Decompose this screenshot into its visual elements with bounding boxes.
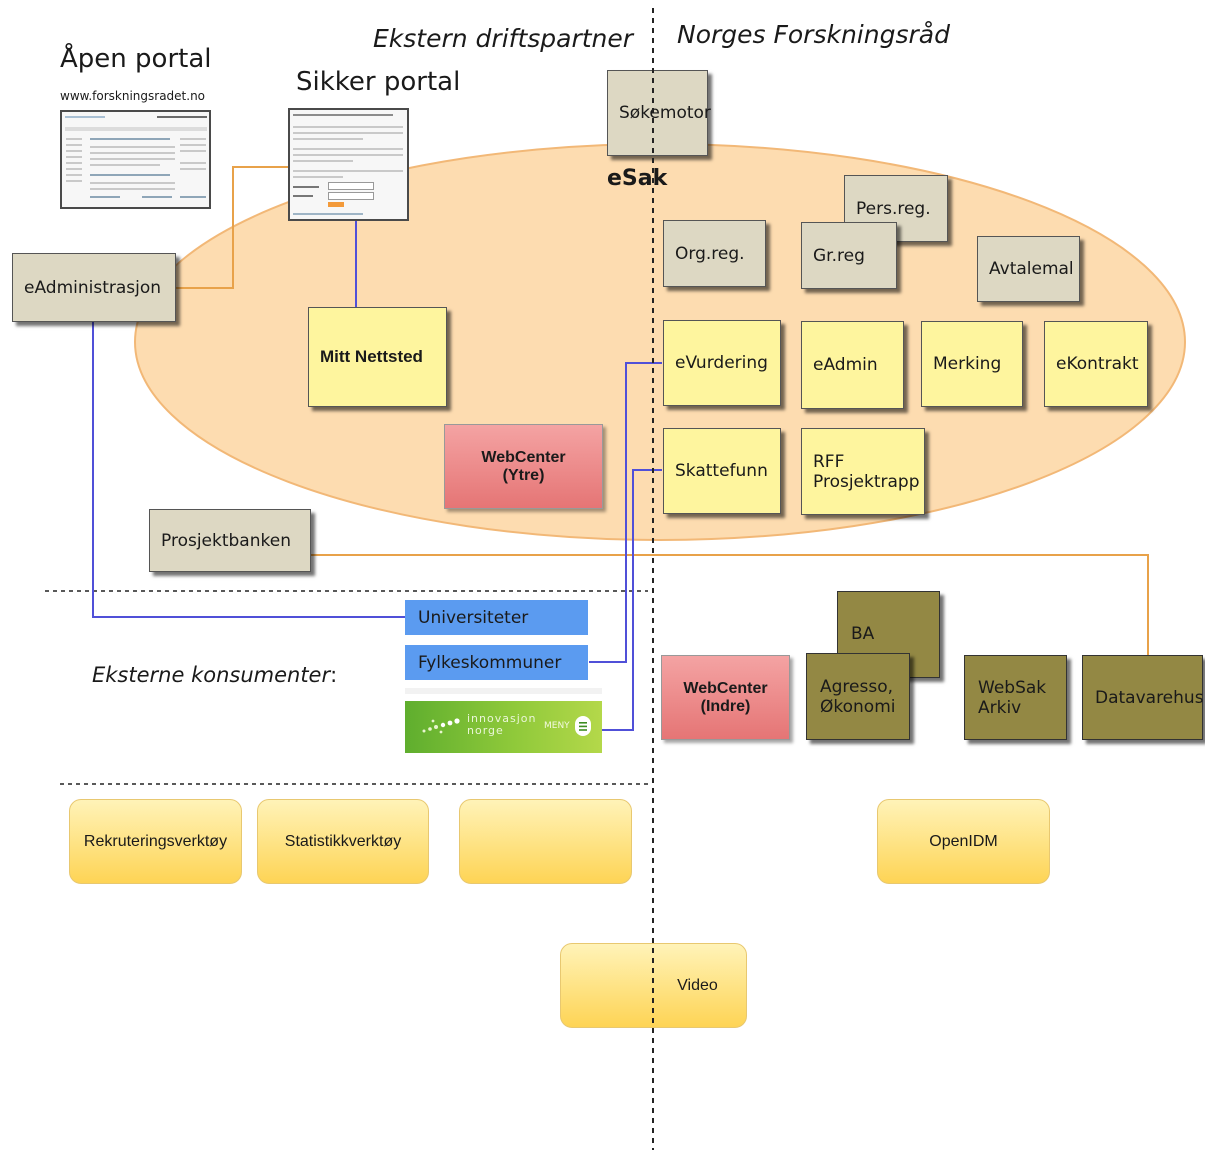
connector-skattefunn-innovasjon bbox=[602, 469, 662, 731]
secure-portal-title: Sikker portal bbox=[296, 67, 461, 97]
video-tool-box[interactable]: Video bbox=[560, 943, 747, 1028]
innovasjon-banner-top-strip bbox=[405, 688, 602, 694]
ekontrakt-box[interactable]: eKontrakt bbox=[1044, 321, 1148, 407]
secure-portal-screenshot bbox=[288, 108, 409, 221]
open-portal-url[interactable]: www.forskningsradet.no bbox=[60, 89, 206, 103]
webcenter-ytre-line1: WebCenter bbox=[481, 448, 566, 466]
connector-evurdering-fylkeskommuner bbox=[589, 362, 662, 663]
agresso-okonomi-box[interactable]: Agresso, Økonomi bbox=[806, 653, 910, 740]
external-consumers-heading: Eksterne konsumenter: bbox=[92, 663, 338, 687]
agresso-line2: Økonomi bbox=[820, 696, 896, 717]
skattefunn-box[interactable]: Skattefunn bbox=[663, 428, 781, 514]
prosjektbanken-box[interactable]: Prosjektbanken bbox=[149, 509, 311, 572]
eadministrasjon-box[interactable]: eAdministrasjon bbox=[12, 253, 176, 322]
websak-line2: Arkiv bbox=[978, 697, 1022, 718]
rff-line2: Prosjektrapp bbox=[813, 471, 920, 492]
sokemotor-box[interactable]: Søkemotor bbox=[607, 70, 711, 156]
rff-line1: RFF bbox=[813, 451, 845, 472]
websak-arkiv-box[interactable]: WebSak Arkiv bbox=[964, 655, 1067, 740]
fylkeskommuner-box[interactable]: Fylkeskommuner bbox=[405, 645, 588, 680]
connector-eadmin-secure-portal bbox=[176, 166, 290, 289]
merking-box[interactable]: Merking bbox=[921, 321, 1023, 407]
websak-line1: WebSak bbox=[978, 677, 1047, 698]
evurdering-box[interactable]: eVurdering bbox=[663, 320, 781, 406]
open-portal-title: Åpen portal bbox=[60, 44, 212, 74]
datavarehus-box[interactable]: Datavarehus bbox=[1082, 655, 1204, 740]
esak-label: eSak bbox=[607, 166, 668, 191]
eadmin-box[interactable]: eAdmin bbox=[801, 321, 904, 409]
nfr-heading: Norges Forskningsråd bbox=[677, 20, 950, 49]
connector-eadmin-universiteter bbox=[92, 322, 405, 618]
webcenter-ytre-box[interactable]: WebCenter (Ytre) bbox=[444, 424, 603, 509]
rekruttering-tool-box[interactable]: Rekruteringsverktøy bbox=[69, 799, 242, 884]
avtalemal-box[interactable]: Avtalemal bbox=[977, 236, 1080, 302]
innovasjon-dots-icon bbox=[422, 718, 460, 734]
universiteter-box[interactable]: Universiteter bbox=[405, 600, 588, 635]
external-partner-heading: Ekstern driftspartner bbox=[373, 24, 634, 53]
webcenter-indre-line1: WebCenter bbox=[683, 679, 768, 697]
agresso-line1: Agresso, bbox=[820, 676, 894, 697]
innovasjon-menu-label[interactable]: MENY bbox=[544, 721, 570, 731]
statistikk-tool-box[interactable]: Statistikkverktøy bbox=[257, 799, 429, 884]
gr-reg-box[interactable]: Gr.reg bbox=[801, 222, 897, 289]
webcenter-indre-box[interactable]: WebCenter (Indre) bbox=[661, 655, 790, 740]
webcenter-indre-line2: (Indre) bbox=[700, 697, 751, 715]
mitt-nettsted-box[interactable]: Mitt Nettsted bbox=[308, 307, 447, 407]
rff-prosjektrapp-box[interactable]: RFF Prosjektrapp bbox=[801, 428, 925, 515]
connector-prosjektbanken-datavarehus bbox=[311, 554, 1149, 655]
webcenter-ytre-line2: (Ytre) bbox=[502, 466, 545, 484]
blank-tool-box[interactable] bbox=[459, 799, 632, 884]
openidm-tool-box[interactable]: OpenIDM bbox=[877, 799, 1050, 884]
org-reg-box[interactable]: Org.reg. bbox=[663, 220, 766, 287]
menu-icon[interactable] bbox=[575, 716, 591, 736]
open-portal-screenshot bbox=[60, 110, 211, 209]
